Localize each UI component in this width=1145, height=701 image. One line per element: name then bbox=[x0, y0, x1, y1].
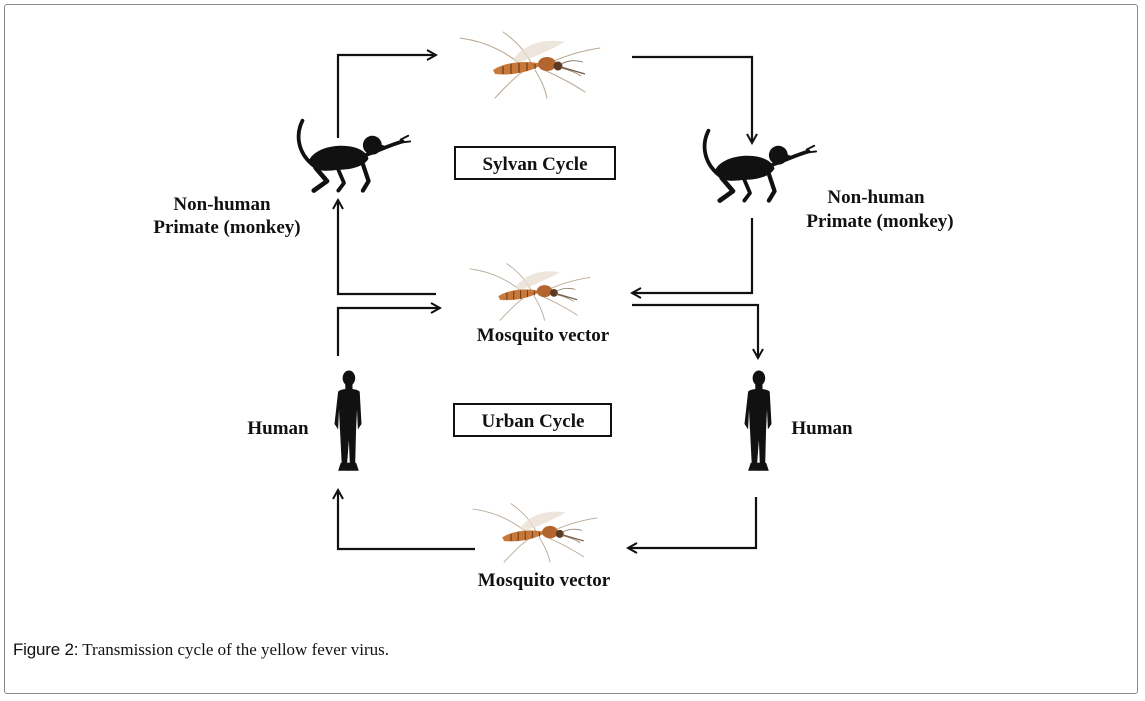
monkey-right-label-line2: Primate (monkey) bbox=[806, 211, 953, 232]
monkey-icon bbox=[705, 131, 817, 201]
arrow-middle-mosquito-to-left-monkey bbox=[338, 200, 436, 296]
monkey-icon bbox=[299, 121, 411, 191]
mosquito-icon bbox=[469, 263, 591, 321]
human-icon bbox=[744, 370, 772, 471]
figure-frame bbox=[4, 4, 1138, 694]
arrow-left-monkey-to-top-mosquito bbox=[336, 55, 436, 138]
mosquito-middle-label: Mosquito vector bbox=[477, 325, 610, 346]
human-icon bbox=[334, 370, 362, 471]
figure-caption-label: Figure 2: bbox=[13, 640, 79, 659]
mosquito-icon bbox=[472, 503, 598, 563]
arrow-bottom-mosquito-to-left-human bbox=[338, 490, 475, 551]
monkey-right-label-line1: Non-human bbox=[827, 187, 925, 208]
mosquito-bottom-label: Mosquito vector bbox=[478, 570, 611, 591]
sylvan-cycle-label: Sylvan Cycle bbox=[482, 154, 587, 175]
arrow-right-human-to-bottom-mosquito bbox=[628, 497, 758, 548]
urban-cycle-label: Urban Cycle bbox=[482, 411, 585, 432]
arrow-left-human-to-middle-mosquito bbox=[336, 308, 440, 356]
human-right-label: Human bbox=[791, 418, 853, 439]
arrow-middle-mosquito-to-right-human bbox=[632, 303, 758, 358]
figure-caption-text: Transmission cycle of the yellow fever v… bbox=[82, 640, 389, 659]
mosquito-icon bbox=[459, 31, 601, 99]
figure-caption: Figure 2: Transmission cycle of the yell… bbox=[13, 640, 389, 660]
sylvan-cycle-box: Sylvan Cycle bbox=[454, 146, 616, 180]
human-left-label: Human bbox=[247, 418, 309, 439]
monkey-left-label-line2: Primate (monkey) bbox=[153, 217, 300, 238]
urban-cycle-box: Urban Cycle bbox=[453, 403, 612, 437]
arrow-top-mosquito-to-right-monkey bbox=[632, 55, 752, 143]
monkey-left-label-line1: Non-human bbox=[173, 194, 271, 215]
arrow-right-monkey-to-middle-mosquito bbox=[632, 218, 754, 293]
